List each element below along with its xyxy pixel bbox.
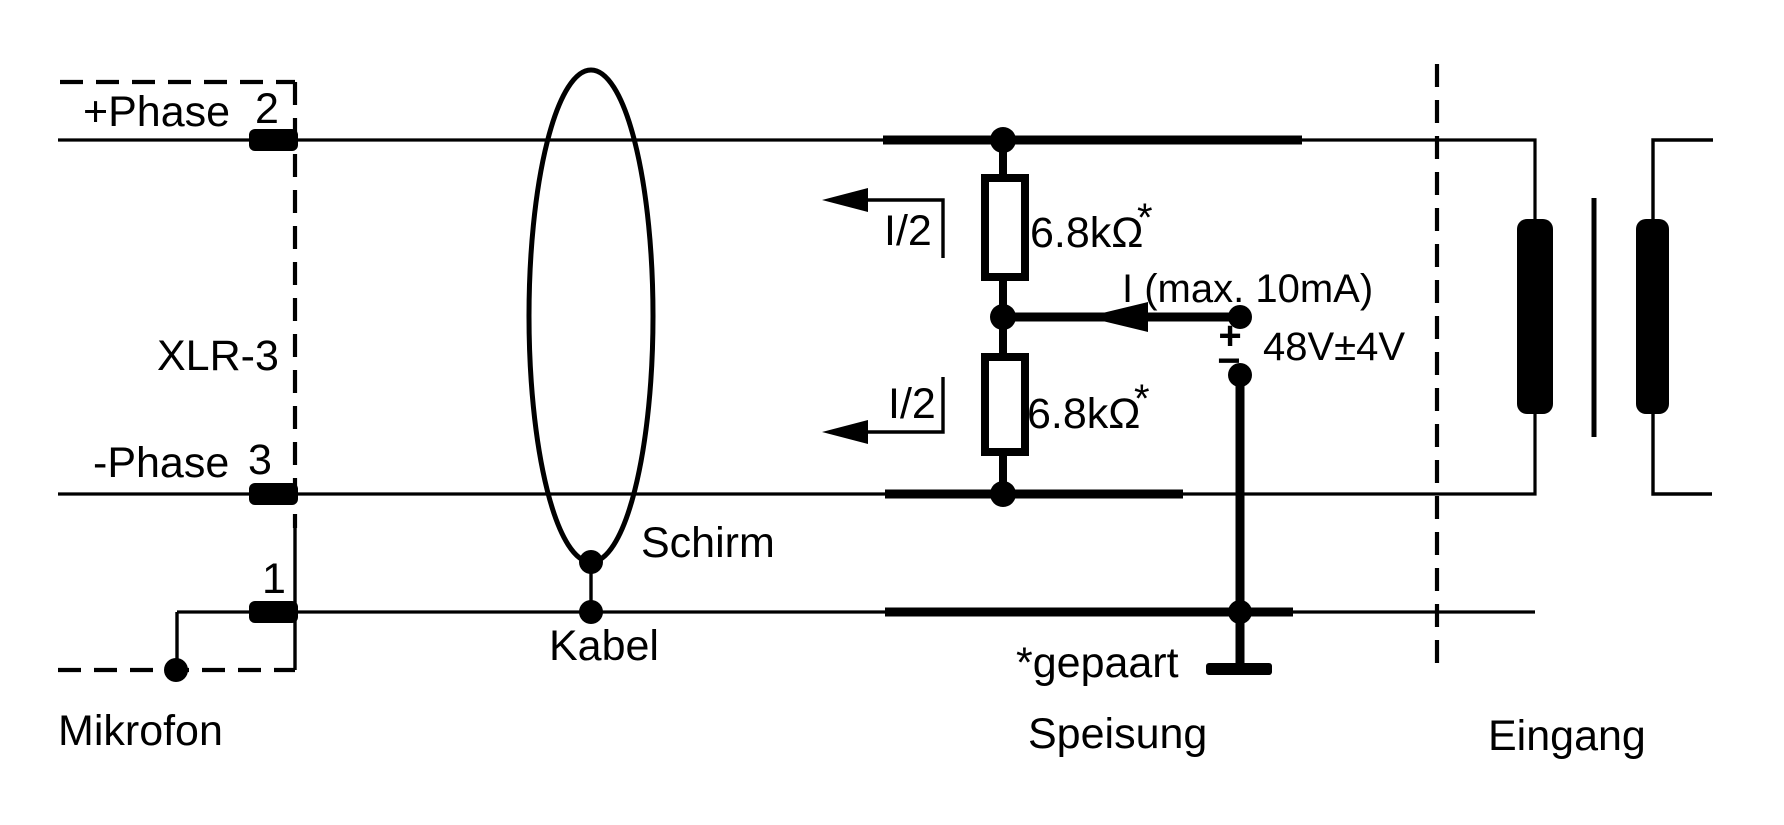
label-resistor-upper: 6.8kΩ: [1030, 209, 1143, 257]
wires: [58, 135, 1537, 668]
label-eingang: Eingang: [1488, 712, 1646, 760]
phantom-feed: [1003, 302, 1272, 675]
wire-phase-plus: [58, 138, 1537, 220]
label-xlr3: XLR-3: [157, 332, 279, 380]
label-current-lower: I/2: [888, 380, 936, 428]
label-speisung: Speisung: [1028, 710, 1207, 758]
mic-shell-junction-dot: [164, 658, 188, 682]
label-kabel: Kabel: [549, 622, 659, 670]
label-resistor-lower: 6.8kΩ: [1027, 390, 1140, 438]
current-arrow-upper: [822, 188, 945, 258]
label-pin3: 3: [248, 436, 272, 484]
label-phase-plus: +Phase: [83, 88, 230, 136]
resistor-lower-body: [981, 353, 1029, 456]
shield-junction-dot: [579, 550, 603, 574]
cable-ground-junction-dot: [579, 600, 603, 624]
current-arrow-lower-line: [866, 377, 945, 434]
current-arrow-lower: [822, 377, 945, 444]
transformer-secondary-winding: [1636, 219, 1669, 414]
phantom-resistor-divider: [981, 127, 1029, 507]
label-gepaart: *gepaart: [1016, 639, 1179, 687]
label-voltage: 48V±4V: [1263, 325, 1405, 369]
current-arrow-upper-line: [866, 198, 945, 258]
xlr-pin3-contact: [249, 483, 298, 505]
junction-dot-top: [990, 127, 1016, 153]
label-pin2: 2: [255, 85, 279, 133]
feed-current-arrowhead: [1086, 302, 1148, 332]
ground-symbol: [1206, 663, 1272, 675]
secondary-top-lead: [1651, 138, 1713, 220]
feed-ground-junction-dot: [1228, 600, 1252, 624]
plus-sign: +: [1218, 314, 1241, 358]
label-current-upper: I/2: [884, 207, 932, 255]
label-mikrofon: Mikrofon: [58, 707, 223, 755]
resistor-upper-body: [981, 174, 1029, 281]
transformer-primary-winding: [1517, 219, 1553, 414]
label-schirm: Schirm: [641, 519, 775, 567]
secondary-bottom-lead: [1651, 413, 1712, 496]
xlr-pin2-contact: [249, 129, 298, 151]
feed-plus-terminal-dot: [1228, 305, 1252, 329]
input-transformer: [1517, 138, 1713, 496]
current-arrow-lower-head: [822, 420, 868, 444]
junction-dot-bottom: [990, 481, 1016, 507]
minus-sign: −: [1217, 339, 1240, 383]
current-arrow-upper-head: [822, 188, 868, 212]
xlr-pins: [249, 129, 298, 623]
label-phase-minus: -Phase: [93, 439, 229, 487]
label-current-note: I (max. 10mA): [1122, 267, 1373, 311]
label-pin1: 1: [262, 555, 286, 603]
cable-shield: [526, 67, 656, 624]
xlr-pin1-contact: [249, 601, 298, 623]
label-resistor-upper-star: *: [1137, 196, 1153, 240]
label-resistor-lower-star: *: [1134, 377, 1150, 421]
